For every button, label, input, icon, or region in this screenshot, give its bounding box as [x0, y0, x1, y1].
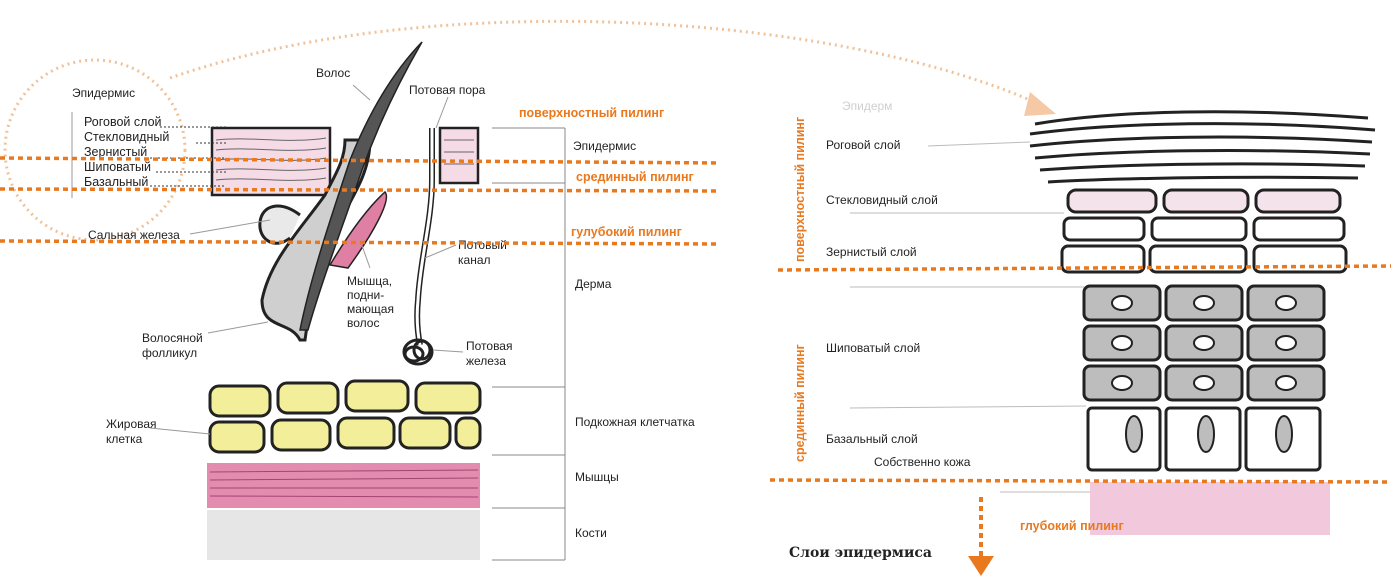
label-fat-cell-1: Жировая [106, 417, 157, 431]
right-peel-medium: срединный пилинг [793, 344, 807, 462]
muscle-layer [207, 463, 480, 508]
label-muscle-1: Мышца, [347, 274, 392, 288]
layer-label-subcutis: Подкожная клетчатка [575, 415, 695, 429]
layer-bracket [492, 127, 566, 561]
label-sweat-gland-2: железа [466, 354, 506, 368]
deep-arrow-head [968, 556, 994, 576]
right-label-dermis-proper: Собственно кожа [874, 455, 971, 469]
sweat-gland [402, 338, 434, 366]
layer-label-epidermis: Эпидермис [573, 139, 636, 153]
stratum-granulosum [1060, 216, 1348, 274]
leader-lines [71, 84, 464, 435]
label-sweat-gland-1: Потовая [466, 339, 512, 353]
muscle-fibers [209, 469, 479, 498]
label-muscle-4: волос [347, 316, 379, 330]
label-follicle-1: Волосяной [142, 331, 203, 345]
label-hair: Волос [316, 66, 350, 80]
dermis-base [1090, 482, 1330, 535]
layer-label-muscles: Мышцы [575, 470, 619, 484]
left-peel-surface: поверхностный пилинг [519, 106, 664, 120]
left-peel-lines [0, 156, 721, 246]
bone-layer [207, 510, 480, 560]
faded-label: Эпидерм [842, 99, 892, 113]
zoom-arrow-path [169, 19, 1031, 102]
right-label-corneum: Роговой слой [826, 138, 900, 152]
right-leader-lines [849, 141, 1090, 493]
label-fat-cell-2: клетка [106, 432, 143, 446]
layer-label-bones: Кости [575, 526, 607, 540]
label-sweat-duct-1: Потовый [458, 238, 507, 252]
layer-label-dermis: Дерма [575, 277, 612, 291]
basale-nuclei [1125, 415, 1293, 453]
fat-layer [208, 379, 482, 454]
zoom-label-spinosum: Шиповатый [84, 160, 151, 174]
zoom-label-granulosum: Зернистый [84, 145, 147, 159]
right-label-basale: Базальный слой [826, 432, 918, 446]
right-peel-surface: поверхностный пилинг [793, 117, 807, 262]
left-peel-medium: срединный пилинг [576, 170, 694, 184]
right-label-granulosum: Зернистый слой [826, 245, 917, 259]
zoom-arrow-head [1024, 92, 1056, 116]
zoom-label-corneum: Роговой слой [84, 115, 162, 129]
right-epidermis-section: Эпидерм Роговой слой Стекловидный слой З… [769, 99, 1391, 576]
left-skin-section: Эпидермис Роговой слой Стекловидный Зерн… [0, 19, 1056, 561]
hair-shaft [299, 41, 423, 331]
right-label-lucidum: Стекловидный слой [826, 193, 938, 207]
label-sweat-duct-2: канал [458, 253, 491, 267]
zoom-label-lucidum: Стекловидный [84, 130, 169, 144]
zoom-label-epidermis: Эпидермис [72, 86, 135, 100]
right-peel-deep: глубокий пилинг [1020, 519, 1124, 533]
left-peel-deep: гулубокий пилинг [571, 225, 682, 239]
right-caption: Слои эпидермиса [789, 545, 932, 561]
spinosum-nuclei [1111, 295, 1297, 391]
zoom-circle [3, 58, 187, 242]
label-sweat-pore: Потовая пора [409, 83, 486, 97]
stratum-lucidum [1066, 188, 1342, 214]
right-peel-lines [769, 264, 1391, 484]
stratum-corneum [1029, 110, 1376, 184]
zoom-label-basale: Базальный [84, 175, 148, 189]
epidermis-band-right [438, 126, 480, 185]
label-muscle-3: мающая [347, 302, 394, 316]
right-label-spinosum: Шиповатый слой [826, 341, 920, 355]
label-sebaceous-gland: Сальная железа [88, 228, 180, 242]
label-follicle-2: фолликул [142, 346, 197, 360]
label-muscle-2: подни- [347, 288, 384, 302]
